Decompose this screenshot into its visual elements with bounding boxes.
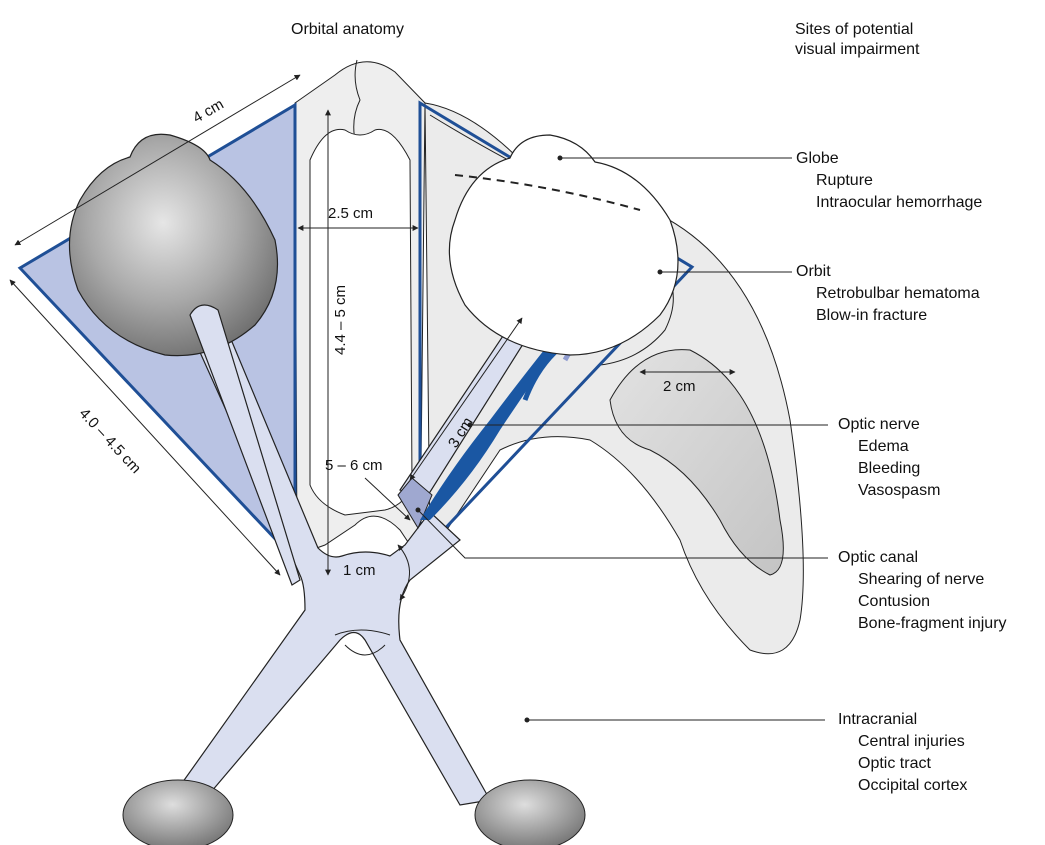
site-optic-nerve-item: Bleeding: [838, 458, 940, 480]
dim-label-4.4-5cm: 4.4 – 5 cm: [332, 285, 350, 355]
orbital-anatomy-title: Orbital anatomy: [291, 20, 404, 40]
site-globe-item: Intraocular hemorrhage: [796, 192, 982, 214]
site-optic-nerve-item: Edema: [838, 436, 940, 458]
site-intracranial: Intracranial Central injuries Optic trac…: [838, 709, 967, 797]
dim-label-2.5cm: 2.5 cm: [328, 205, 373, 223]
site-optic-canal-title: Optic canal: [838, 547, 1007, 569]
site-globe-title: Globe: [796, 148, 982, 170]
site-globe: Globe Rupture Intraocular hemorrhage: [796, 148, 982, 214]
site-optic-nerve-item: Vasospasm: [838, 480, 940, 502]
site-orbit-item: Blow-in fracture: [796, 305, 980, 327]
site-orbit-title: Orbit: [796, 261, 980, 283]
site-optic-canal-item: Shearing of nerve: [838, 569, 1007, 591]
dim-label-2cm: 2 cm: [663, 378, 696, 396]
dim-label-5-6cm: 5 – 6 cm: [325, 457, 383, 475]
left-occipital-lobe: [123, 780, 233, 845]
sites-title: Sites of potential visual impairment: [795, 20, 919, 60]
dim-label-1cm: 1 cm: [343, 562, 376, 580]
site-intracranial-item: Occipital cortex: [838, 775, 967, 797]
site-orbit: Orbit Retrobulbar hematoma Blow-in fract…: [796, 261, 980, 327]
site-intracranial-item: Optic tract: [838, 753, 967, 775]
site-optic-canal-item: Contusion: [838, 591, 1007, 613]
site-globe-item: Rupture: [796, 170, 982, 192]
site-intracranial-title: Intracranial: [838, 709, 967, 731]
site-optic-canal: Optic canal Shearing of nerve Contusion …: [838, 547, 1007, 635]
site-optic-nerve-title: Optic nerve: [838, 414, 940, 436]
site-orbit-item: Retrobulbar hematoma: [796, 283, 980, 305]
site-intracranial-item: Central injuries: [838, 731, 967, 753]
site-optic-nerve: Optic nerve Edema Bleeding Vasospasm: [838, 414, 940, 502]
site-optic-canal-item: Bone-fragment injury: [838, 613, 1007, 635]
right-occipital-lobe: [475, 780, 585, 845]
